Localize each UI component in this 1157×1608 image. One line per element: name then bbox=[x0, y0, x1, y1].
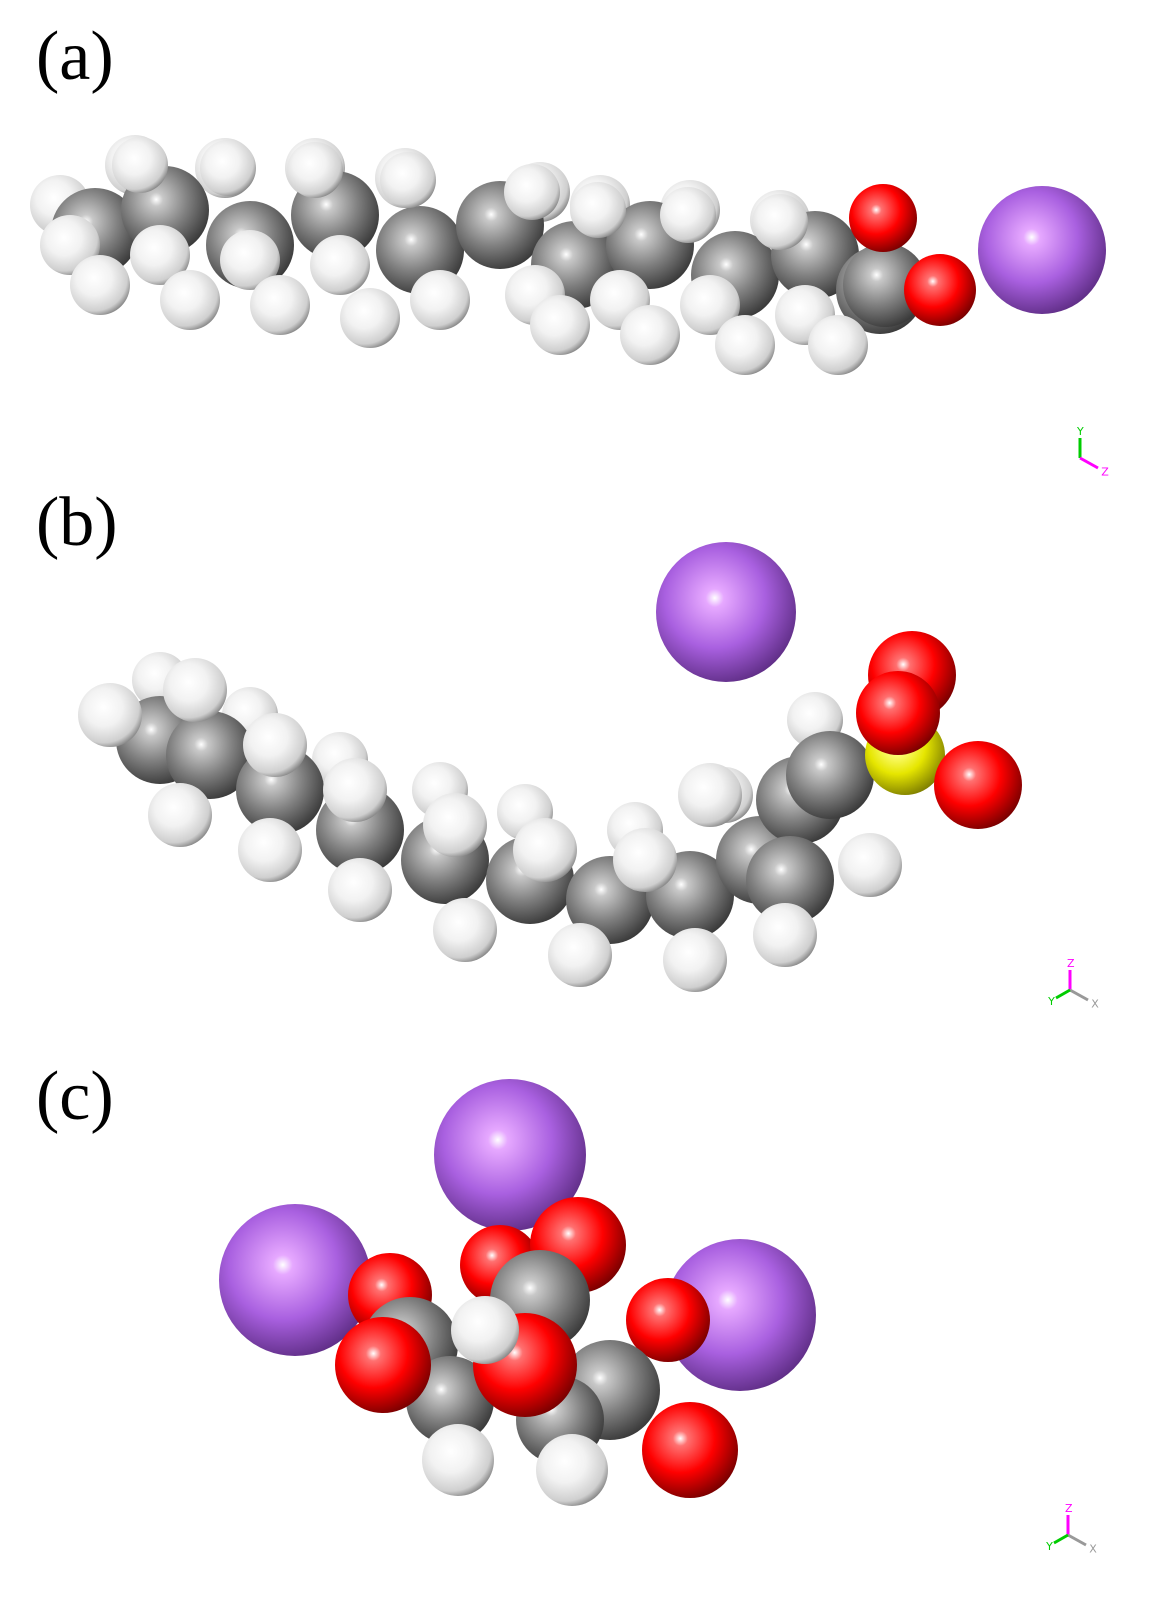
hydrogen-atom bbox=[310, 235, 370, 295]
hydrogen-atom bbox=[715, 315, 775, 375]
hydrogen-atom bbox=[752, 194, 808, 250]
hydrogen-atom bbox=[451, 1296, 519, 1364]
hydrogen-atom bbox=[433, 898, 497, 962]
sodium-atom bbox=[434, 1079, 586, 1231]
panel-label-a: (a) bbox=[36, 18, 114, 95]
oxygen-atom bbox=[849, 184, 917, 252]
axis-line bbox=[1069, 988, 1089, 1002]
oxygen-atom bbox=[934, 741, 1022, 829]
hydrogen-atom bbox=[570, 182, 626, 238]
hydrogen-atom bbox=[838, 833, 902, 897]
hydrogen-atom bbox=[250, 275, 310, 335]
atoms-layer bbox=[30, 135, 1106, 1506]
hydrogen-atom bbox=[70, 255, 130, 315]
hydrogen-atom bbox=[663, 928, 727, 992]
hydrogen-atom bbox=[410, 270, 470, 330]
oxygen-atom bbox=[626, 1278, 710, 1362]
hydrogen-atom bbox=[380, 152, 436, 208]
axis-label: Y bbox=[1045, 1540, 1053, 1553]
axis-triad-icon: YZ bbox=[1076, 425, 1109, 479]
axis-label: Y bbox=[1047, 995, 1055, 1008]
sodium-atom bbox=[219, 1204, 371, 1356]
oxygen-atom bbox=[856, 671, 940, 755]
panel-label-c: (c) bbox=[36, 1058, 114, 1135]
hydrogen-atom bbox=[678, 763, 742, 827]
axis-triad-icon: Z X Y bbox=[1047, 957, 1099, 1011]
carbon-atom bbox=[843, 243, 927, 327]
carbon-atom bbox=[166, 711, 254, 799]
axis-label: Y bbox=[1076, 425, 1084, 438]
hydrogen-atom bbox=[112, 137, 168, 193]
oxygen-atom bbox=[335, 1317, 431, 1413]
carbon-atom bbox=[746, 836, 834, 924]
hydrogen-atom bbox=[548, 923, 612, 987]
axis-label: X bbox=[1091, 998, 1099, 1011]
hydrogen-atom bbox=[328, 858, 392, 922]
hydrogen-atom bbox=[200, 140, 256, 196]
panel-label-b: (b) bbox=[36, 484, 118, 561]
sodium-atom bbox=[978, 186, 1106, 314]
hydrogen-atom bbox=[238, 818, 302, 882]
hydrogen-atom bbox=[130, 225, 190, 285]
axis-label: X bbox=[1089, 1543, 1097, 1556]
oxygen-atom bbox=[642, 1402, 738, 1498]
axis-line bbox=[1079, 456, 1099, 470]
hydrogen-atom bbox=[340, 288, 400, 348]
hydrogen-atom bbox=[620, 305, 680, 365]
hydrogen-atom bbox=[287, 142, 343, 198]
sodium-atom bbox=[656, 542, 796, 682]
axis-line bbox=[1055, 988, 1071, 1000]
hydrogen-atom bbox=[536, 1434, 608, 1506]
carbon-atom bbox=[786, 731, 874, 819]
hydrogen-atom bbox=[613, 828, 677, 892]
oxygen-atom bbox=[904, 254, 976, 326]
axis-line bbox=[1067, 1533, 1087, 1547]
hydrogen-atom bbox=[423, 793, 487, 857]
hydrogen-atom bbox=[808, 315, 868, 375]
hydrogen-atom bbox=[160, 270, 220, 330]
hydrogen-atom bbox=[163, 658, 227, 722]
hydrogen-atom bbox=[513, 818, 577, 882]
hydrogen-atom bbox=[504, 164, 560, 220]
hydrogen-atom bbox=[243, 713, 307, 777]
hydrogen-atom bbox=[148, 783, 212, 847]
hydrogen-atom bbox=[323, 758, 387, 822]
hydrogen-atom bbox=[753, 903, 817, 967]
axis-label: Z bbox=[1067, 957, 1075, 970]
hydrogen-atom bbox=[220, 230, 280, 290]
hydrogen-atom bbox=[660, 187, 716, 243]
hydrogen-atom bbox=[78, 683, 142, 747]
axis-triad-icon: Z X Y bbox=[1045, 1502, 1097, 1556]
hydrogen-atom bbox=[530, 295, 590, 355]
sodium-atom bbox=[664, 1239, 816, 1391]
hydrogen-atom bbox=[680, 275, 740, 335]
axis-label: Z bbox=[1065, 1502, 1073, 1515]
hydrogen-atom bbox=[422, 1424, 494, 1496]
axis-label: Z bbox=[1101, 466, 1109, 479]
axis-line bbox=[1053, 1533, 1069, 1545]
